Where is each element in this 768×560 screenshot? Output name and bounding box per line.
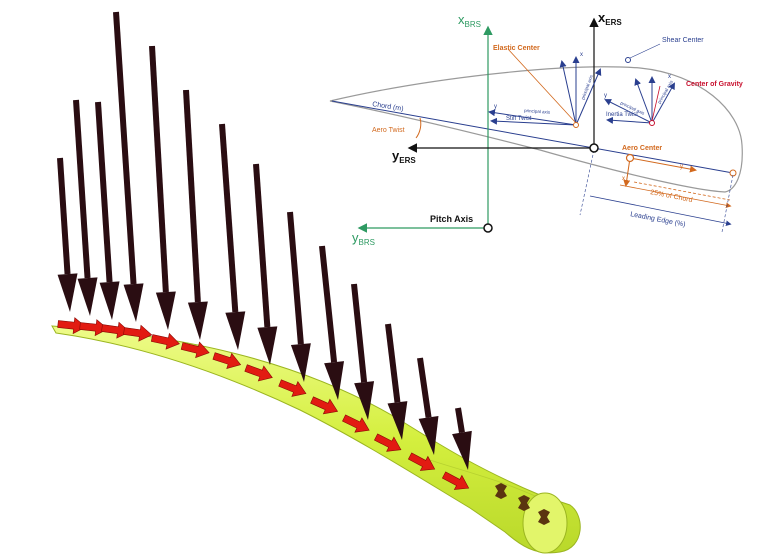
pct-chord-label: 25% of Chord bbox=[650, 189, 693, 204]
blade-body bbox=[51, 325, 581, 554]
load-arrow bbox=[287, 211, 311, 382]
x-brs-label: xBRS bbox=[458, 12, 481, 29]
y-aero-label: y bbox=[680, 164, 683, 170]
load-arrow bbox=[385, 323, 408, 440]
shear-center-point bbox=[625, 57, 631, 63]
load-arrow bbox=[417, 357, 439, 455]
aero-twist-label: Aero Twist bbox=[372, 127, 405, 134]
flow-arrow bbox=[150, 332, 180, 350]
pitch-axis-label: Pitch Axis bbox=[430, 214, 473, 224]
aero-center-label: Aero Center bbox=[622, 145, 662, 152]
y-brs-label: yBRS bbox=[352, 230, 375, 247]
load-arrow bbox=[73, 99, 98, 316]
flow-arrow bbox=[212, 352, 242, 369]
y-inertia-label: y bbox=[604, 93, 607, 99]
x-stiff-label: x bbox=[580, 52, 583, 58]
inertia-axes bbox=[604, 76, 675, 124]
cross-section-diagram: xBRS yBRS xERS yERS Elastic Center Shear… bbox=[329, 10, 743, 247]
chord-line bbox=[331, 100, 734, 174]
flow-arrow bbox=[407, 452, 436, 471]
flow-arrows bbox=[57, 317, 470, 490]
stiffness-axes bbox=[488, 56, 602, 126]
center-of-gravity-point bbox=[649, 120, 655, 126]
flow-arrow bbox=[180, 341, 210, 359]
elastic-center-point bbox=[573, 122, 579, 128]
load-arrows bbox=[57, 11, 472, 470]
load-arrow bbox=[351, 283, 375, 420]
x-aero-label: x bbox=[622, 176, 625, 182]
flow-arrow bbox=[441, 471, 470, 490]
flow-arrow bbox=[278, 379, 307, 397]
load-arrow bbox=[219, 123, 246, 350]
flow-arrow bbox=[342, 414, 370, 433]
airfoil-outline bbox=[329, 66, 743, 193]
aero-center-point bbox=[625, 153, 635, 163]
load-arrow bbox=[57, 157, 78, 312]
flow-arrow bbox=[123, 324, 153, 342]
flow-arrow bbox=[79, 319, 109, 337]
flow-arrow bbox=[57, 317, 87, 335]
load-arrow bbox=[149, 45, 176, 330]
center-of-gravity-label: Center of Gravity bbox=[686, 81, 743, 88]
load-arrow bbox=[452, 407, 472, 470]
root-bolts bbox=[495, 483, 550, 525]
load-arrow bbox=[95, 101, 120, 320]
principal-axis-label-stiff-x: principal axis bbox=[580, 73, 594, 100]
flow-arrow bbox=[310, 396, 339, 415]
load-arrow bbox=[183, 89, 208, 340]
pitch-axis-origin bbox=[483, 223, 493, 233]
x-inertia-label: x bbox=[668, 74, 671, 80]
y-ers-label: yERS bbox=[392, 148, 416, 165]
ers-origin bbox=[589, 143, 599, 153]
x-ers-label: xERS bbox=[598, 10, 622, 27]
chord-label: Chord (m) bbox=[372, 101, 404, 113]
load-arrow bbox=[253, 163, 278, 365]
inertia-twist-label: Inertia Twist bbox=[606, 112, 638, 118]
y-stiff-label: y bbox=[494, 104, 497, 110]
shear-center-label: Shear Center bbox=[662, 37, 704, 44]
principal-axis-label-inertia-x: principal axis bbox=[657, 79, 675, 105]
principal-axis-label-stiff-y: principal axis bbox=[524, 108, 551, 115]
stiff-twist-label: Stiff Twist bbox=[506, 116, 532, 122]
flow-arrow bbox=[244, 364, 273, 382]
elastic-center-label: Elastic Center bbox=[493, 45, 540, 52]
flow-arrow bbox=[101, 321, 131, 339]
flow-arrow bbox=[374, 433, 402, 452]
load-arrow bbox=[319, 245, 345, 400]
load-arrow bbox=[113, 11, 144, 322]
